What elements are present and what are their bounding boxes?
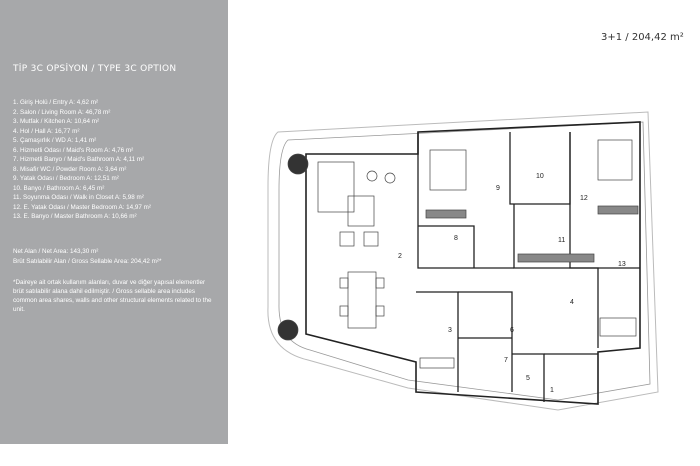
room-number: 4 [570,299,574,306]
room-item: 13. E. Banyo / Master Bathroom A: 10,66 … [13,213,137,220]
room-number: 12 [580,195,588,202]
chair [375,305,385,317]
room-number: 10 [536,173,544,180]
room-number: 6 [510,327,514,334]
chair [339,277,349,289]
room-item: 7. Hizmetli Banyo / Maid's Bathroom A: 4… [13,156,145,163]
bathtub [599,317,637,337]
room-number: 3 [448,327,452,334]
floor-plan: 1 2 3 4 5 6 7 8 9 10 11 12 13 [267,111,659,411]
room-item: 2. Salon / Living Room A: 46,78 m² [13,108,111,116]
room-item: 12. E. Yatak Odası / Master Bedroom A: 1… [13,203,152,211]
kitchen-counter [419,357,455,369]
room-item: 4. Hol / Hall A: 16,77 m² [13,127,80,135]
room-item: 1. Giriş Holü / Entry A: 4,62 m² [13,99,99,106]
bed-master [597,139,633,181]
room-item: 10. Banyo / Bathroom A: 6,45 m² [13,184,105,192]
sofa [317,161,355,213]
room-number: 1 [550,387,554,394]
facade-frame [267,111,659,411]
room-number: 7 [504,357,508,364]
closet [517,253,595,263]
side-table [366,170,378,182]
room-number: 11 [558,237,565,244]
armchair [339,231,355,247]
closet [597,205,639,215]
exterior-wall [305,121,641,405]
room-item: 6. Hizmetli Odası / Maid's Room A: 4,76 … [13,146,134,154]
wall-kitchen [416,291,459,392]
dining-table [347,271,377,329]
closet [425,209,467,219]
wall-closet [513,204,599,348]
chair [375,277,385,289]
room-item: 9. Yatak Odası / Bedroom A: 12,51 m² [13,175,119,182]
footnote: *Daireye ait ortak kullanım alanları, du… [13,279,212,313]
room-number: 8 [454,235,458,242]
option-title: TİP 3C OPSİYON / TYPE 3C OPTION [13,64,177,74]
coffee-table [347,195,375,227]
info-panel: TİP 3C OPSİYON / TYPE 3C OPTION 1. Giriş… [0,0,228,444]
room-number: 13 [618,261,626,268]
room-number: 9 [496,185,500,192]
facade-inner [278,121,651,401]
room-item: 3. Mutfak / Kitchen A: 10,64 m² [13,118,100,125]
area-summary: Net Alan / Net Area: 143,30 m² Brüt Satı… [13,247,161,266]
column [277,319,299,341]
column [287,153,309,175]
room-list: 1. Giriş Holü / Entry A: 4,62 m² 2. Salo… [13,98,151,222]
room-number: 5 [526,375,530,382]
chair [339,305,349,317]
armchair [363,231,379,247]
wall-bath [509,132,571,205]
side-table [384,172,396,184]
room-item: 5. Çamaşırlık / WD A: 1,41 m² [13,137,97,144]
wall-bedroom [417,132,514,269]
room-item: 8. Misafir WC / Powder Room A: 3,64 m² [13,165,127,173]
room-number: 2 [398,253,402,260]
gross-area: Brüt Satılabilir Alan / Gross Sellable A… [13,257,162,265]
wall-maid [458,291,513,392]
bed [429,149,467,191]
net-area: Net Alan / Net Area: 143,30 m² [13,248,99,255]
unit-type-label: 3+1 / 204,42 m² [601,32,684,43]
wall-powder [418,225,475,268]
room-item: 11. Soyunma Odası / Walk in Closet A: 5,… [13,194,144,201]
